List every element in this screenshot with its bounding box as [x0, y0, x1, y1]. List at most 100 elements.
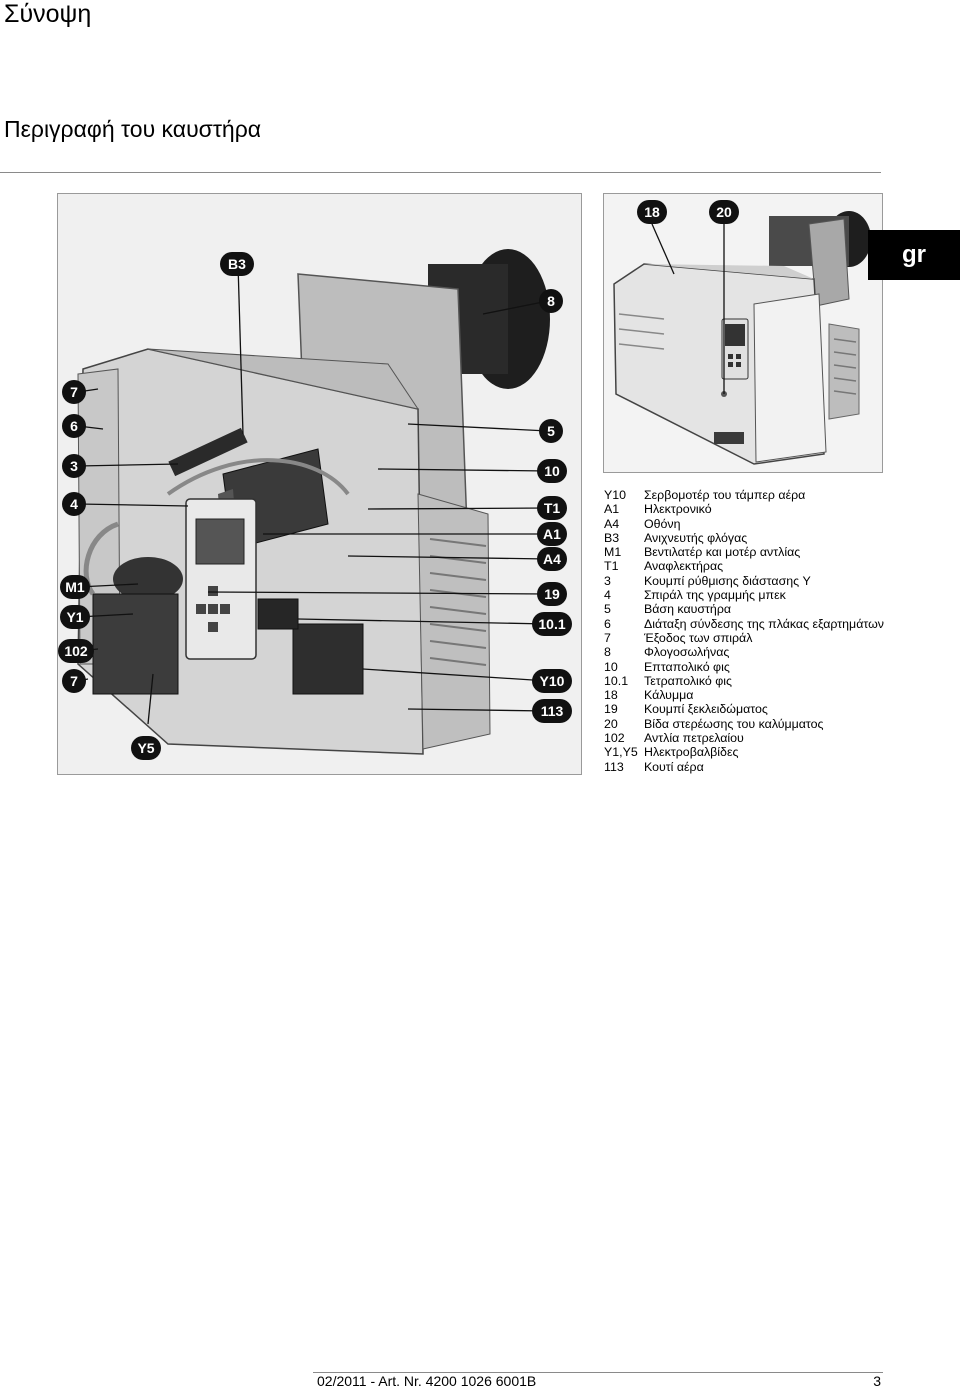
legend-code: B3	[604, 530, 620, 545]
legend-code: 113	[604, 759, 624, 774]
legend-item: 10 Επταπολικό φις	[604, 660, 904, 674]
callout-badge: 6	[62, 414, 86, 438]
legend-item: 7 Έξοδος των σπιράλ	[604, 631, 904, 645]
legend-code: 4	[604, 588, 611, 603]
callout-label: 113	[541, 703, 564, 719]
page-footer: 02/2011 - Art. Nr. 4200 1026 6001B 3	[313, 1372, 883, 1389]
callout-badge: 102	[58, 639, 94, 663]
legend-text: Ανιχνευτής φλόγας	[644, 530, 748, 545]
legend-text: Έξοδος των σπιράλ	[644, 630, 753, 645]
callout-badge: 18	[637, 200, 667, 224]
callout-label: 19	[544, 586, 560, 602]
legend-code: 10.1	[604, 673, 629, 688]
legend-item: 113 Κουτί αέρα	[604, 760, 904, 774]
callout-label: 10.1	[538, 616, 565, 632]
callout-label: Y5	[137, 740, 154, 756]
callout-label: 7	[70, 673, 78, 689]
legend-text: Διάταξη σύνδεσης της πλάκας εξαρτημάτων	[644, 616, 884, 631]
legend-item: 6 Διάταξη σύνδεσης της πλάκας εξαρτημάτων	[604, 617, 904, 631]
callout-label: 18	[644, 204, 660, 220]
legend-item: 102 Αντλία πετρελαίου	[604, 731, 904, 745]
legend-code: 18	[604, 688, 618, 703]
legend-item: M1 Βεντιλατέρ και μοτέρ αντλίας	[604, 545, 904, 559]
legend-item: 3 Κουμπί ρύθμισης διάστασης Y	[604, 574, 904, 588]
callout-badge: A4	[537, 547, 567, 571]
legend-text: Αντλία πετρελαίου	[644, 731, 744, 746]
burner-closed-illustration: 18 20	[603, 193, 883, 473]
callout-label: 4	[70, 496, 78, 512]
legend-code: 10	[604, 659, 618, 674]
callout-label: 6	[70, 418, 78, 434]
legend-code: 7	[604, 630, 611, 645]
article-number: 02/2011 - Art. Nr. 4200 1026 6001B	[317, 1373, 537, 1389]
legend-text: Κουμπί ξεκλειδώματος	[644, 702, 768, 717]
legend-item: 4 Σπιράλ της γραμμής μπεκ	[604, 588, 904, 602]
callout-badge: 7	[62, 380, 86, 404]
legend-item: 19 Κουμπί ξεκλειδώματος	[604, 702, 904, 716]
legend-text: Κουτί αέρα	[644, 759, 704, 774]
language-tab: gr	[868, 230, 960, 280]
callout-badge: 20	[709, 200, 739, 224]
legend-code: M1	[604, 545, 622, 560]
legend-code: 20	[604, 716, 618, 731]
callout-label: 3	[70, 458, 78, 474]
legend-code: T1	[604, 559, 619, 574]
legend-code: Y10	[604, 488, 627, 502]
callout-badge: Y10	[532, 669, 572, 693]
legend-text: Επταπολικό φις	[644, 659, 730, 674]
callout-label: 20	[716, 204, 732, 220]
legend-code: 19	[604, 702, 618, 717]
callout-label: 8	[547, 293, 555, 309]
callout-label: A4	[543, 551, 561, 567]
legend-code: Y1,Y5	[604, 745, 638, 760]
legend-code: 3	[604, 573, 611, 588]
legend-text: Βεντιλατέρ και μοτέρ αντλίας	[644, 545, 801, 560]
callout-badge: 5	[539, 419, 563, 443]
callout-label: T1	[544, 500, 561, 516]
legend-item: B3 Ανιχνευτής φλόγας	[604, 531, 904, 545]
callout-badge: B3	[220, 252, 254, 276]
page-title: Σύνοψη	[4, 0, 92, 28]
callout-label: 10	[544, 463, 560, 479]
legend-text: Κουμπί ρύθμισης διάστασης Y	[644, 573, 811, 588]
legend-code: A4	[604, 516, 620, 531]
legend-text: Αναφλεκτήρας	[644, 559, 724, 574]
callout-badge: 8	[539, 289, 563, 313]
callout-label: B3	[228, 256, 246, 272]
callout-badge: 19	[537, 582, 567, 606]
callout-badge: A1	[537, 522, 567, 546]
callout-label: M1	[65, 579, 85, 595]
callout-badge: Y5	[131, 736, 161, 760]
page-number: 3	[873, 1373, 881, 1389]
legend-item: T1 Αναφλεκτήρας	[604, 559, 904, 573]
callout-badge: T1	[537, 496, 567, 520]
burner-open-illustration: B3 8 7 6 3 4 M	[57, 193, 582, 775]
legend-text: Ηλεκτρονικό	[644, 502, 712, 517]
callout-label: A1	[543, 526, 561, 542]
legend-code: 6	[604, 616, 611, 631]
callout-badge: 10.1	[532, 612, 572, 636]
legend-text: Βάση καυστήρα	[644, 602, 732, 617]
legend-text: Σπιράλ της γραμμής μπεκ	[644, 588, 786, 603]
legend-code: 102	[604, 731, 625, 746]
legend-code: A1	[604, 502, 620, 517]
callout-badge: 3	[62, 454, 86, 478]
legend-text: Ηλεκτροβαλβίδες	[644, 745, 739, 760]
legend-item: Y10 Σερβομοτέρ του τάμπερ αέρα	[604, 488, 904, 502]
legend-text: Σερβομοτέρ του τάμπερ αέρα	[644, 488, 806, 502]
legend-code: 5	[604, 602, 611, 617]
callout-badge: M1	[60, 575, 90, 599]
legend-text: Φλογοσωλήνας	[644, 645, 730, 660]
callout-badge: 4	[62, 492, 86, 516]
legend-item: Y1,Y5 Ηλεκτροβαλβίδες	[604, 745, 904, 759]
callout-label: 5	[547, 423, 555, 439]
callout-label: Y1	[66, 609, 83, 625]
legend-item: 5 Βάση καυστήρα	[604, 602, 904, 616]
callout-badge: 10	[537, 459, 567, 483]
